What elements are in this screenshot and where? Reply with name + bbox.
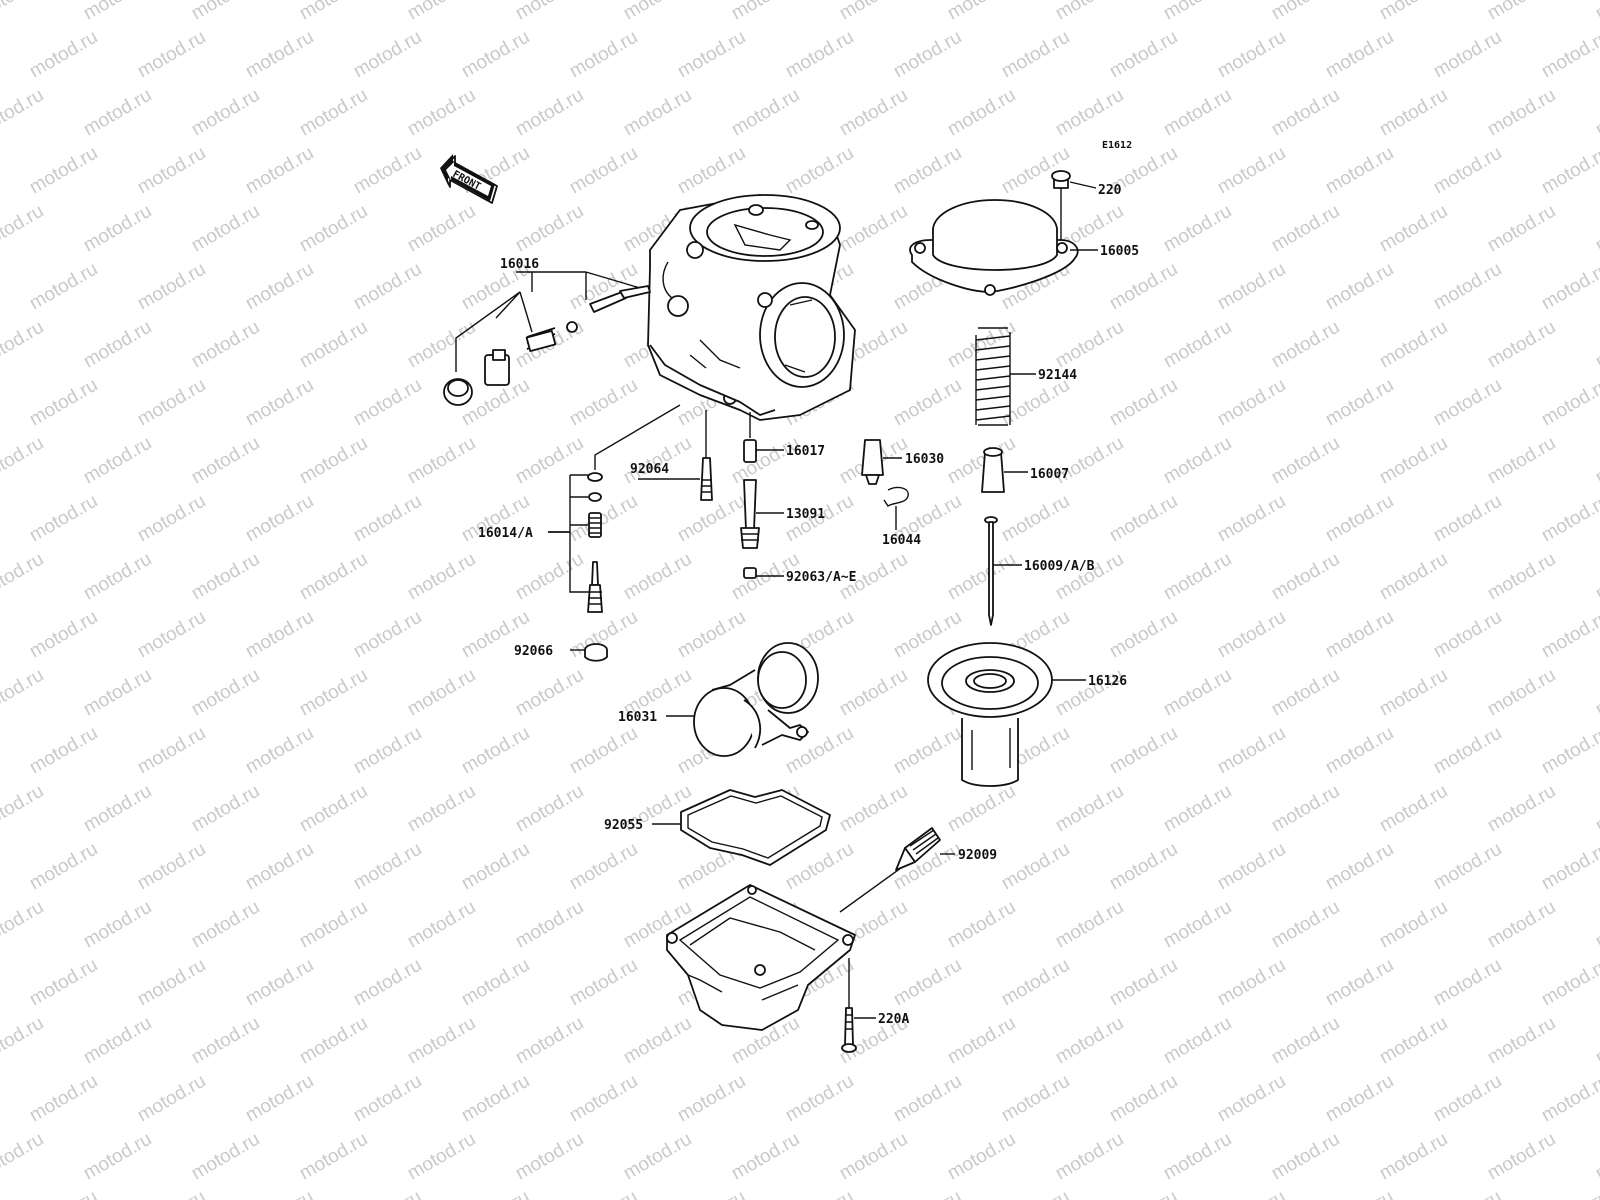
front-arrow-icon: FRONT — [440, 154, 498, 204]
part-labels: 220 16005 16016 92144 16017 16030 92064 … — [478, 183, 1139, 1027]
spring — [975, 327, 1036, 426]
label-16017: 16017 — [786, 444, 825, 459]
label-92055: 92055 — [604, 818, 643, 833]
bowl-screw — [841, 958, 876, 1053]
float-valve — [861, 439, 909, 530]
diagram-code: E1612 — [1102, 140, 1132, 151]
jet-components — [548, 404, 760, 662]
needle-holder — [981, 447, 1028, 626]
label-13091: 13091 — [786, 507, 825, 522]
pilot-screw-set — [443, 271, 651, 406]
vacuum-chamber-cap — [909, 170, 1098, 296]
label-16044: 16044 — [882, 533, 921, 548]
label-16014-a: 16014/A — [478, 526, 533, 541]
float-bowl — [666, 859, 913, 1031]
label-220a: 220A — [878, 1012, 909, 1027]
label-16016: 16016 — [500, 257, 539, 272]
label-92066: 92066 — [514, 644, 553, 659]
label-16009-a-b: 16009/A/B — [1024, 559, 1095, 574]
drain-screw — [895, 827, 955, 871]
throttle-valve-assembly — [666, 642, 819, 757]
label-92144: 92144 — [1038, 368, 1077, 383]
label-16031: 16031 — [618, 710, 657, 725]
carburetor-body — [647, 194, 856, 421]
label-16005: 16005 — [1100, 244, 1139, 259]
callout-leaders — [548, 449, 784, 651]
float-bowl-gasket — [652, 789, 831, 866]
diaphragm-piston — [927, 642, 1086, 787]
label-92063-a-e: 92063/A~E — [786, 570, 856, 585]
label-92009: 92009 — [958, 848, 997, 863]
label-220: 220 — [1098, 183, 1122, 198]
label-16126: 16126 — [1088, 674, 1127, 689]
label-16007: 16007 — [1030, 467, 1069, 482]
label-16030: 16030 — [905, 452, 944, 467]
label-92064: 92064 — [630, 462, 669, 477]
